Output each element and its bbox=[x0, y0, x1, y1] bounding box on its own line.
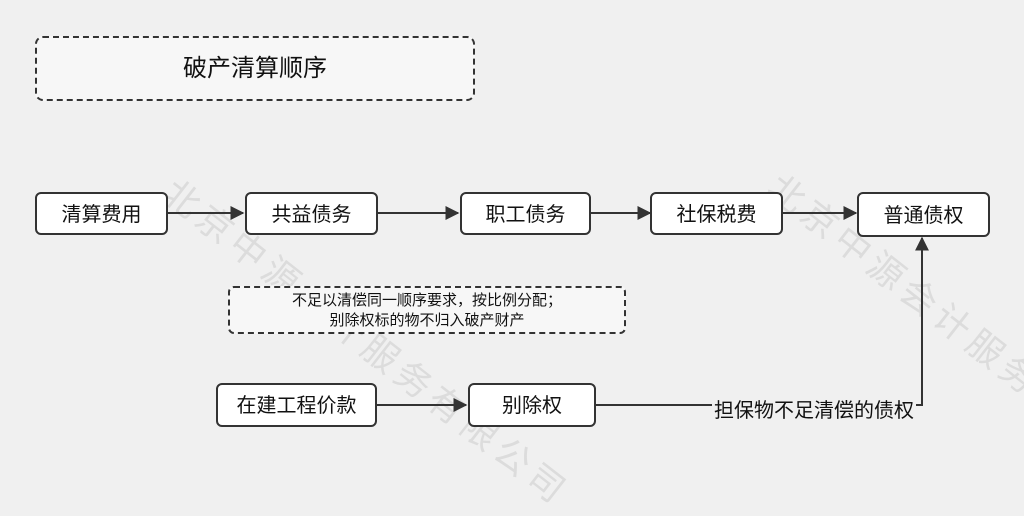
note-line-1: 不足以清偿同一顺序要求，按比例分配； bbox=[291, 290, 562, 309]
edges bbox=[168, 206, 929, 412]
node-exclusion-right: 别除权 bbox=[468, 383, 596, 427]
node-general-claims: 普通债权 bbox=[857, 192, 990, 237]
edge-label-secured-shortfall: 担保物不足清偿的债权 bbox=[712, 394, 916, 423]
node-common-benefit-debts: 共益债务 bbox=[245, 192, 378, 235]
node-liquidation-costs: 清算费用 bbox=[35, 192, 168, 235]
edge-to-general-claims bbox=[596, 236, 929, 406]
node-construction-payment: 在建工程价款 bbox=[216, 383, 377, 427]
note-box: 不足以清偿同一顺序要求，按比例分配； 别除权标的物不归入破产财产 bbox=[228, 286, 626, 334]
note-line-2: 别除权标的物不归入破产财产 bbox=[329, 311, 525, 329]
node-employee-debts: 职工债务 bbox=[460, 192, 591, 235]
diagram-title: 破产清算顺序 bbox=[35, 36, 475, 101]
node-social-security-taxes: 社保税费 bbox=[650, 192, 783, 235]
